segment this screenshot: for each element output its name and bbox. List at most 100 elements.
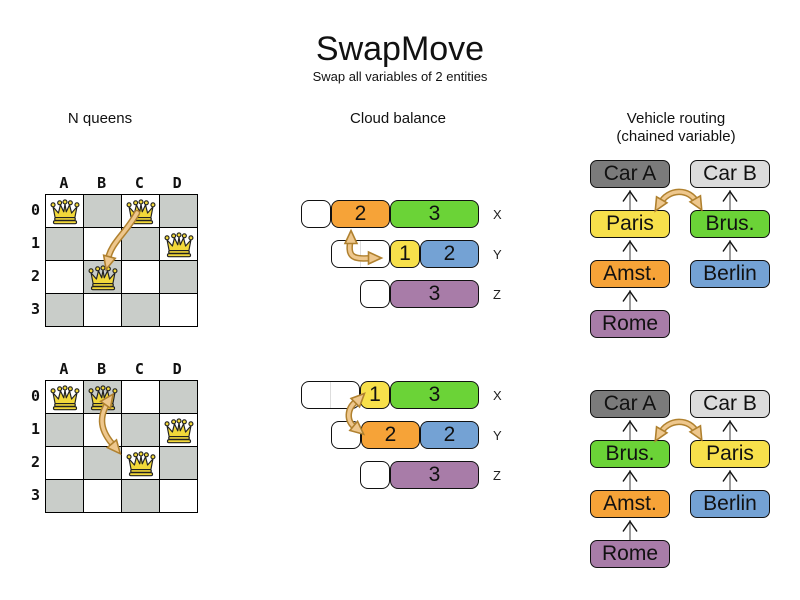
page-title: SwapMove	[315, 30, 485, 68]
cell-B2	[84, 447, 121, 479]
computer-label: X	[493, 387, 502, 403]
queen-icon	[162, 416, 196, 444]
col-label: C	[134, 174, 144, 192]
cell-C2	[122, 261, 159, 293]
vr-box-car-a: Car A	[590, 390, 670, 418]
cell-B3	[84, 294, 121, 326]
free-capacity-segment	[331, 240, 390, 268]
chain-connector-lines	[629, 190, 731, 540]
row-label: 1	[30, 420, 40, 438]
page-subtitle: Swap all variables of 2 entities	[312, 69, 488, 84]
cloud-header: Cloud balance	[350, 110, 446, 127]
process-segment-yellow: 1	[360, 381, 390, 409]
cell-D2	[160, 447, 197, 479]
cell-A2	[46, 447, 83, 479]
cell-D0	[160, 195, 197, 227]
cell-A3	[46, 294, 83, 326]
queen-icon	[162, 230, 196, 258]
vr-box-city: Berlin	[690, 260, 770, 288]
col-label: D	[172, 360, 182, 378]
cell-B1	[84, 414, 121, 446]
cell-C0	[122, 195, 159, 227]
free-capacity-segment	[301, 200, 331, 228]
vr-box-city: Paris	[690, 440, 770, 468]
chessboard-after	[45, 380, 198, 513]
cell-C3	[122, 480, 159, 512]
cloud-row-z-before: 3 Z	[360, 280, 501, 308]
vr-box-city: Amst.	[590, 490, 670, 518]
vr-box-city: Rome	[590, 540, 670, 568]
process-segment-orange: 2	[331, 200, 390, 228]
cell-A0	[46, 381, 83, 413]
col-label: C	[134, 360, 144, 378]
queen-icon	[124, 449, 158, 477]
col-label: A	[59, 174, 69, 192]
cell-C1	[122, 414, 159, 446]
cell-D3	[160, 480, 197, 512]
row-label: 3	[30, 486, 40, 504]
vr-box-car-a: Car A	[590, 160, 670, 188]
vr-box-city: Berlin	[690, 490, 770, 518]
col-label: B	[97, 174, 107, 192]
vr-box-city: Amst.	[590, 260, 670, 288]
cloud-row-x-after: 1 3 X	[301, 381, 502, 409]
process-segment-purple: 3	[390, 280, 479, 308]
board-before-row-labels: 0 1 2 3	[24, 194, 40, 326]
cell-C0	[122, 381, 159, 413]
queen-icon	[124, 197, 158, 225]
board-after-row-labels: 0 1 2 3	[24, 380, 40, 512]
cloud-row-x-before: 2 3 X	[301, 200, 502, 228]
process-segment-green: 3	[390, 200, 479, 228]
cell-D2	[160, 261, 197, 293]
process-segment-blue: 2	[420, 240, 479, 268]
cell-A2	[46, 261, 83, 293]
col-label: D	[172, 174, 182, 192]
col-label: B	[97, 360, 107, 378]
cell-B2	[84, 261, 121, 293]
computer-label: Z	[493, 286, 501, 302]
cell-A3	[46, 480, 83, 512]
computer-label: X	[493, 206, 502, 222]
free-capacity-segment	[360, 280, 390, 308]
queen-icon	[86, 263, 120, 291]
board-after-col-labels: A B C D	[45, 360, 196, 378]
computer-label: Y	[493, 246, 502, 262]
cell-D1	[160, 414, 197, 446]
row-label: 2	[30, 453, 40, 471]
nqueens-header: N queens	[67, 110, 133, 127]
cell-B0	[84, 195, 121, 227]
vehicle-header: Vehicle routing (chained variable)	[576, 110, 776, 146]
vr-box-city: Brus.	[590, 440, 670, 468]
computer-label: Y	[493, 427, 502, 443]
process-segment-green: 3	[390, 381, 479, 409]
queen-icon	[48, 383, 82, 411]
vehicle-header-line1: Vehicle routing	[626, 110, 726, 127]
vr-box-city: Brus.	[690, 210, 770, 238]
queen-icon	[48, 197, 82, 225]
queen-icon	[86, 383, 120, 411]
chessboard-before	[45, 194, 198, 327]
cell-B1	[84, 228, 121, 260]
free-capacity-segment	[301, 381, 360, 409]
cloud-row-y-after: 2 2 Y	[331, 421, 502, 449]
row-label: 2	[30, 267, 40, 285]
row-label: 1	[30, 234, 40, 252]
vr-box-city: Paris	[590, 210, 670, 238]
computer-label: Z	[493, 467, 501, 483]
cell-A1	[46, 414, 83, 446]
free-capacity-segment	[360, 461, 390, 489]
board-before-col-labels: A B C D	[45, 174, 196, 192]
vr-box-car-b: Car B	[690, 390, 770, 418]
process-segment-yellow: 1	[390, 240, 420, 268]
cell-B0	[84, 381, 121, 413]
process-segment-blue: 2	[420, 421, 479, 449]
vr-box-city: Rome	[590, 310, 670, 338]
row-label: 0	[30, 201, 40, 219]
chain-arrowheads	[622, 190, 738, 532]
row-label: 0	[30, 387, 40, 405]
cell-A0	[46, 195, 83, 227]
cell-D0	[160, 381, 197, 413]
row-label: 3	[30, 300, 40, 318]
process-segment-orange: 2	[361, 421, 420, 449]
